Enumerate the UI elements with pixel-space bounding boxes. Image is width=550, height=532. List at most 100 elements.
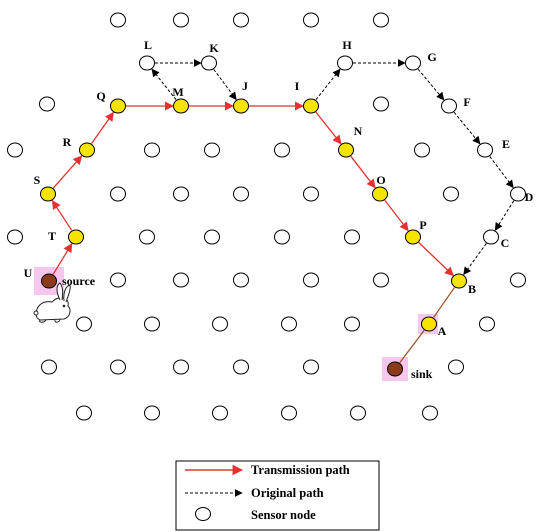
original-path <box>151 59 515 276</box>
sensor-node <box>233 186 249 202</box>
sensor-node <box>7 142 23 158</box>
sensor-node <box>422 405 438 421</box>
sensor-node <box>41 359 57 375</box>
label-s: S <box>34 173 41 187</box>
node-m <box>173 98 189 114</box>
label-p: P <box>419 218 426 232</box>
label-t: T <box>48 229 56 243</box>
edge-E-D <box>489 156 514 189</box>
legend-box <box>175 460 380 531</box>
node-r <box>79 142 95 158</box>
node-f <box>441 98 457 114</box>
sensor-node <box>281 316 297 332</box>
sensor-node <box>303 12 319 28</box>
sensor-node <box>144 142 160 158</box>
node-c <box>483 229 499 245</box>
sensor-node <box>173 186 189 202</box>
label-q: Q <box>96 89 105 103</box>
edge-C-B <box>463 243 487 276</box>
node-i <box>303 98 319 114</box>
node-k <box>201 55 217 71</box>
sensor-node <box>7 229 23 245</box>
label-k: K <box>209 41 219 55</box>
node-q <box>110 98 126 114</box>
sensor-node <box>76 316 92 332</box>
edge-Z-A <box>399 329 425 364</box>
edge-G-F <box>417 68 445 101</box>
label-b: B <box>468 282 476 296</box>
node-p <box>405 229 421 245</box>
sensor-node <box>144 405 160 421</box>
label-o: O <box>376 173 385 187</box>
label-m: M <box>172 85 183 99</box>
edge-N-O <box>350 155 376 189</box>
edge-F-E <box>453 111 481 145</box>
sensor-node <box>204 229 220 245</box>
edge-I-N <box>315 111 342 145</box>
node-a <box>421 316 437 332</box>
sensor-node <box>110 272 126 288</box>
transmission-path <box>51 101 455 364</box>
sensor-node <box>510 272 526 288</box>
label-e: E <box>502 137 510 151</box>
sensor-node <box>373 12 389 28</box>
sensor-node <box>344 229 360 245</box>
label-l: L <box>144 38 152 52</box>
edge-A-B <box>433 287 455 318</box>
label-j: J <box>242 79 248 93</box>
sensor-node <box>414 142 430 158</box>
edge-M-L <box>151 68 177 101</box>
sensor-node <box>448 359 464 375</box>
node-t <box>68 229 84 245</box>
sink-label: sink <box>411 367 433 381</box>
label-d: D <box>525 190 534 204</box>
path-nodes <box>40 55 526 377</box>
edge-T-S <box>51 199 73 231</box>
legend: Transmission path Original path Sensor n… <box>175 460 380 531</box>
edge-R-Q <box>91 111 114 144</box>
label-h: H <box>342 38 352 52</box>
sensor-node <box>303 272 319 288</box>
sensor-node <box>110 12 126 28</box>
label-f: F <box>463 95 470 109</box>
sensor-node <box>39 96 55 112</box>
sensor-node <box>350 405 366 421</box>
sink-node <box>387 361 403 377</box>
node-o <box>372 186 388 202</box>
label-n: N <box>354 124 363 138</box>
sensor-node <box>274 142 290 158</box>
sensor-node <box>373 272 389 288</box>
source-node <box>41 273 57 289</box>
sensor-node <box>212 316 228 332</box>
node-g <box>405 55 421 71</box>
sensor-node <box>173 272 189 288</box>
source-label: source <box>62 274 96 288</box>
edge-S-R <box>52 155 83 189</box>
label-u: U <box>24 266 33 280</box>
node-j <box>233 98 249 114</box>
sensor-node <box>110 359 126 375</box>
legend-original-label: Original path <box>251 486 324 500</box>
sensor-node <box>233 359 249 375</box>
sensor-node <box>212 405 228 421</box>
sensor-node <box>303 359 319 375</box>
node-l <box>139 55 155 71</box>
label-i: I <box>295 79 300 93</box>
sensor-node <box>443 186 459 202</box>
edge-U-T <box>52 243 73 275</box>
legend-sensor-label: Sensor node <box>251 508 316 522</box>
label-r: R <box>63 135 72 149</box>
sensor-node <box>139 229 155 245</box>
node-e <box>477 142 493 158</box>
edge-D-C <box>494 200 515 231</box>
sensor-node <box>173 359 189 375</box>
node-s <box>40 186 56 202</box>
edge-K-J <box>213 69 237 101</box>
sensor-node <box>144 316 160 332</box>
legend-transmission-label: Transmission path <box>251 463 350 477</box>
label-a: A <box>438 324 447 338</box>
sensor-node <box>110 186 126 202</box>
label-g: G <box>427 50 436 64</box>
edge-I-H <box>315 68 341 101</box>
